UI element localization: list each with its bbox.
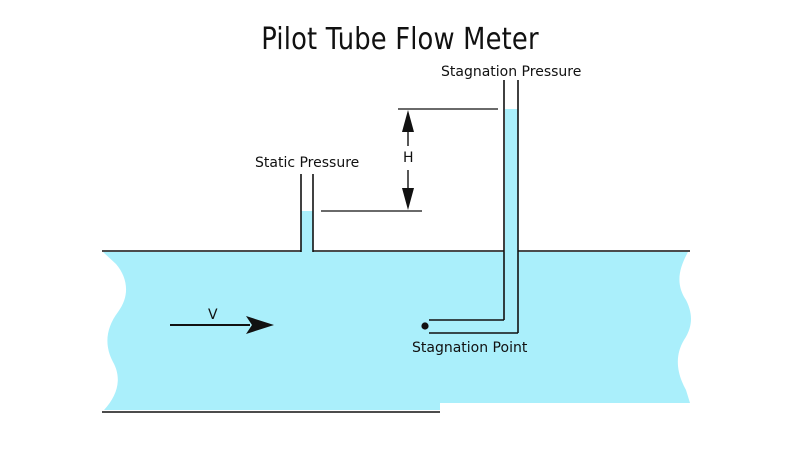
height-arrow-down [402, 188, 414, 210]
diagram-title: Pilot Tube Flow Meter [261, 22, 539, 57]
velocity-label: V [208, 307, 218, 323]
stagnation-point-label: Stagnation Point [412, 340, 528, 356]
pitot-tube-leg [429, 320, 518, 332]
stagnation-point-dot [421, 322, 429, 330]
stagnation-pressure-label: Stagnation Pressure [441, 64, 582, 80]
static-pressure-label: Static Pressure [255, 155, 360, 171]
pitot-tube-fluid [505, 109, 518, 254]
velocity-arrowhead [246, 316, 274, 334]
fluid-region [103, 252, 691, 410]
height-arrow-up [402, 110, 414, 132]
height-label: H [403, 150, 414, 166]
static-tube-fluid [301, 211, 313, 253]
